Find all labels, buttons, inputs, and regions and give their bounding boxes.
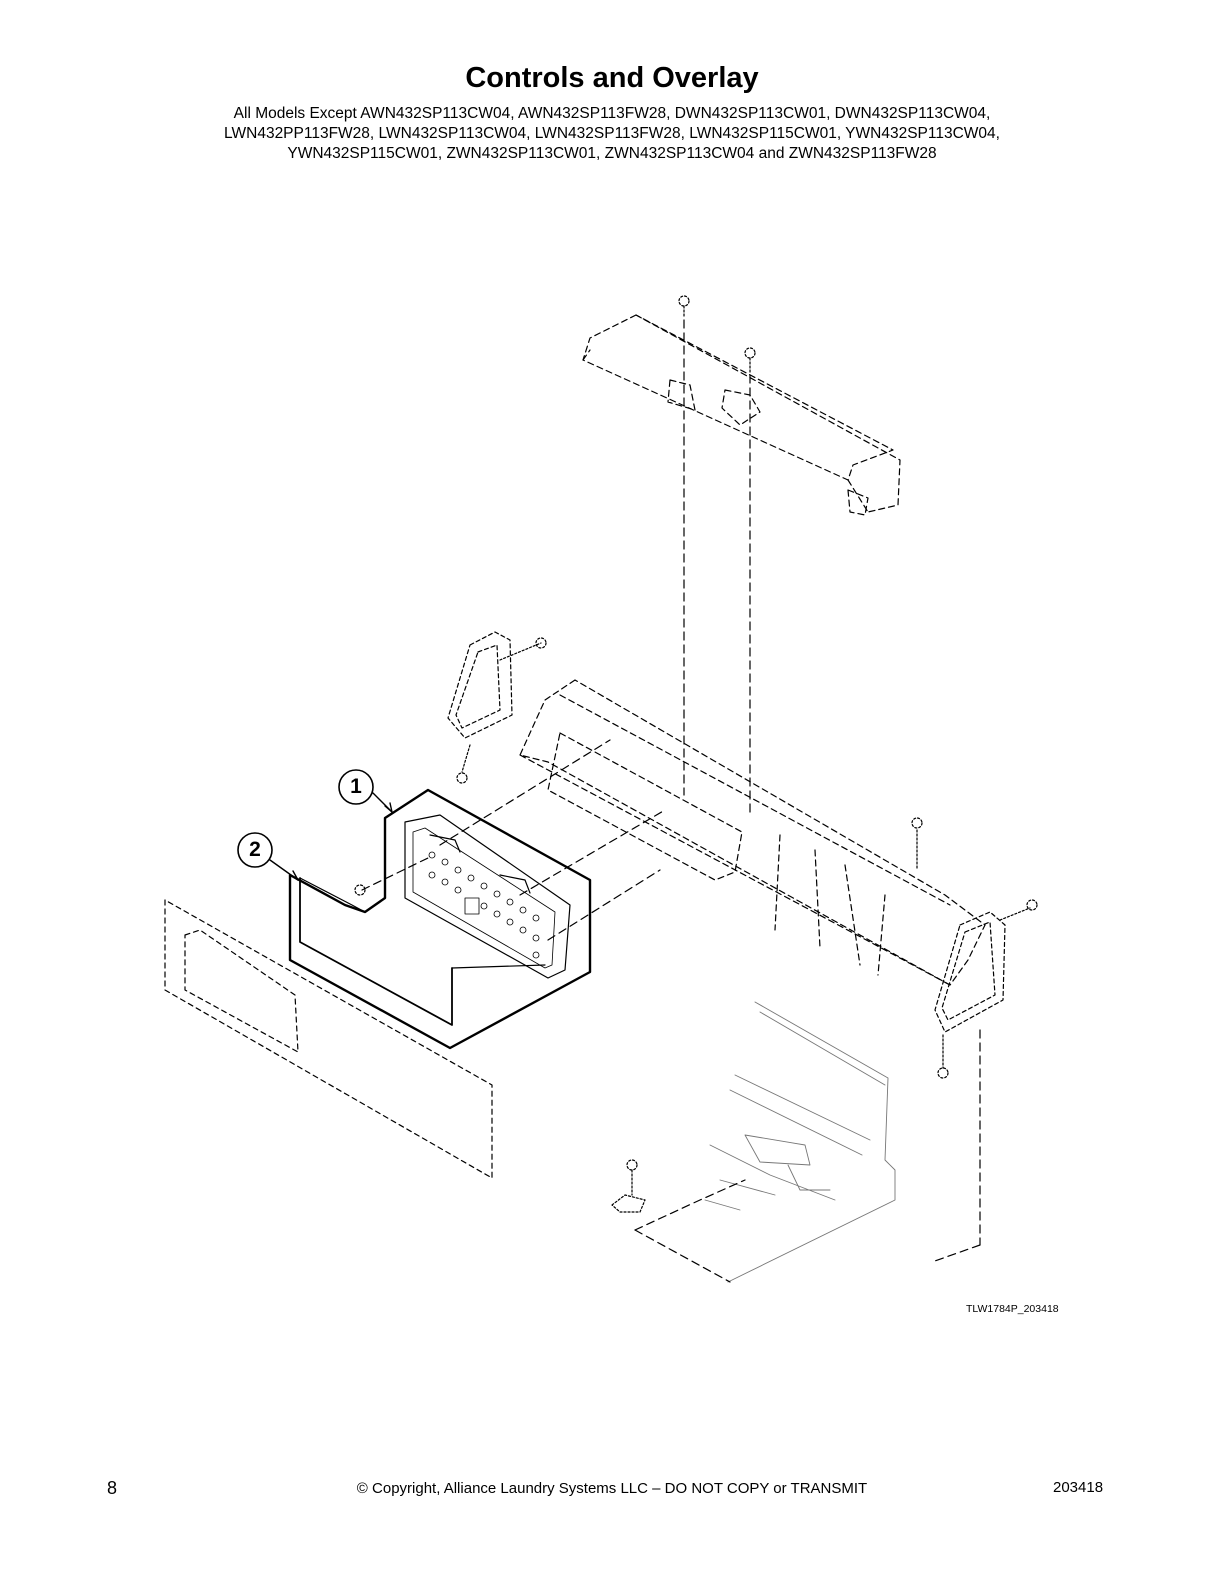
alignment-lines-vertical <box>683 319 751 813</box>
screw-top-right <box>744 347 756 373</box>
callout-2 <box>237 832 299 881</box>
callout-2-label: 2 <box>249 838 261 861</box>
screw-base-left <box>611 1159 646 1213</box>
cabinet-base <box>704 1001 896 1283</box>
model-exclusion-list: All Models Except AWN432SP113CW04, AWN43… <box>100 104 1124 164</box>
control-board <box>404 814 571 979</box>
base-front-outline <box>634 1179 746 1283</box>
alignment-lines-right <box>931 1029 981 1263</box>
figure-id: TLW1784P_203418 <box>966 1303 1059 1315</box>
overlay-panel <box>299 877 546 1026</box>
screw-board <box>354 884 366 896</box>
top-trim-cap <box>582 314 901 516</box>
document-number: 203418 <box>1053 1479 1104 1496</box>
model-line-3: YWN432SP115CW01, ZWN432SP113CW01, ZWN432… <box>287 145 937 162</box>
callout-1-label: 1 <box>350 775 362 798</box>
left-end-cap-fasteners <box>456 637 547 784</box>
screw-top-left <box>678 295 690 319</box>
model-line-1: All Models Except AWN432SP113CW04, AWN43… <box>233 105 991 122</box>
copyright-notice: © Copyright, Alliance Laundry Systems LL… <box>356 1480 868 1497</box>
overlay-sheet <box>164 899 493 1179</box>
model-line-2: LWN432PP113FW28, LWN432SP113CW04, LWN432… <box>224 125 1000 142</box>
left-end-cap <box>447 631 513 739</box>
right-end-cap <box>934 911 1006 1033</box>
page-title: Controls and Overlay <box>465 62 759 94</box>
right-end-cap-fasteners <box>911 817 1038 1079</box>
item-1-outline <box>288 788 592 1050</box>
alignment-lines-board <box>361 739 666 941</box>
callout-1 <box>338 769 393 813</box>
page-number: 8 <box>107 1478 118 1498</box>
console-housing <box>519 679 986 986</box>
